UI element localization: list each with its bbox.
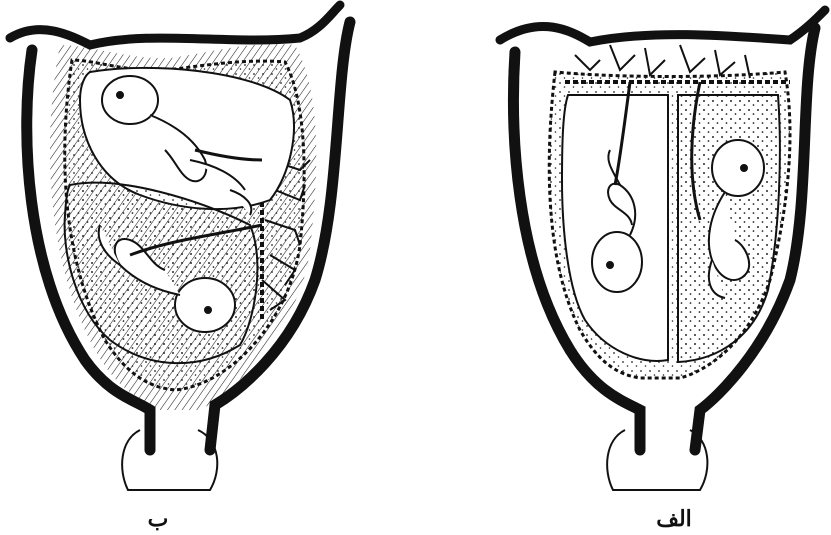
left-cervix [122, 430, 217, 490]
panel-label-left: ب [118, 506, 198, 532]
right-panel-uterus [500, 10, 825, 490]
panel-label-right: الف [634, 506, 714, 532]
left-panel-uterus [10, 5, 350, 490]
left-uterine-wall [10, 5, 340, 45]
right-uterine-wall-top [500, 10, 825, 42]
